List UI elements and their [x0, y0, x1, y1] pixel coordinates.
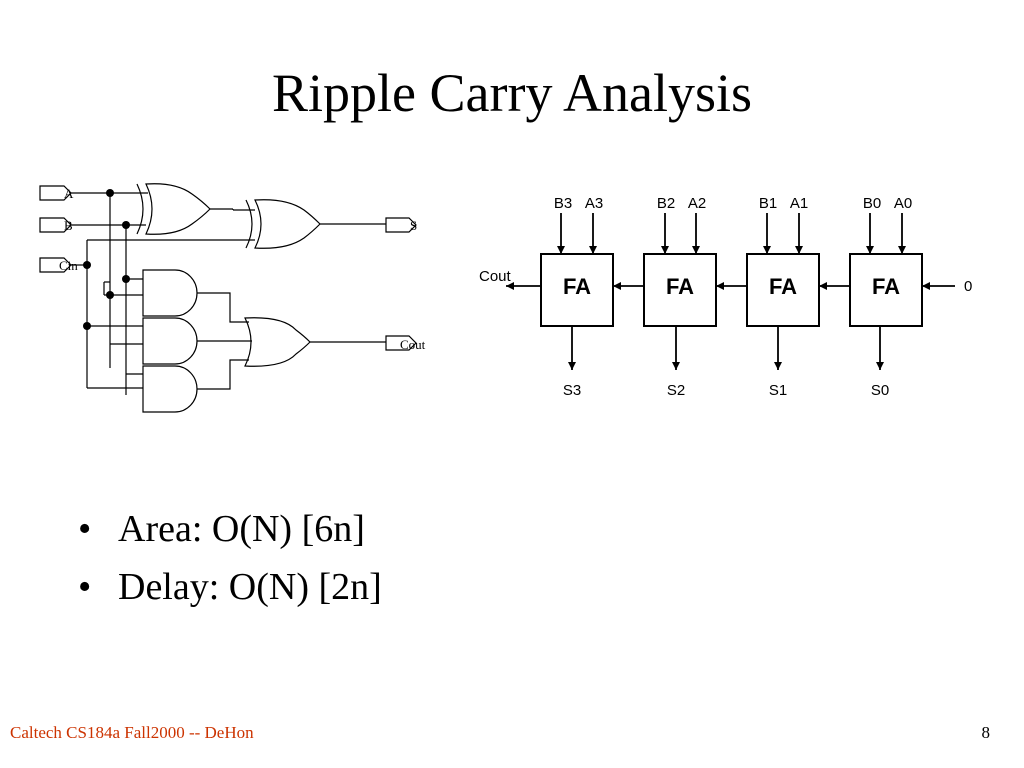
carry-in-label: 0: [964, 278, 972, 295]
and-gate-2: [142, 317, 198, 365]
input-label-b2: B2: [657, 195, 675, 212]
bullet-item: • Area: O(N) [6n]: [78, 500, 382, 558]
full-adder-schematic: [39, 183, 417, 413]
sum-label-s2: S2: [667, 382, 685, 399]
fa-label-0: FA: [872, 274, 900, 299]
pin-cin: [39, 257, 72, 273]
fa-block-1: [746, 253, 820, 327]
bullet-item: • Delay: O(N) [2n]: [78, 558, 382, 616]
sum-label-s0: S0: [871, 382, 889, 399]
footer-credit: Caltech CS184a Fall2000 -- DeHon: [10, 723, 254, 742]
page-number: 8: [981, 723, 991, 742]
fa-label-2: FA: [666, 274, 694, 299]
bullet-text: Delay: O(N) [2n]: [118, 566, 382, 608]
bullet-marker: •: [78, 508, 92, 550]
sum-label-s3: S3: [563, 382, 581, 399]
ripple-carry-chain: FA FA FA FA B3 A3 B2 A2 B1 A1 B0 A0 S3 S…: [479, 195, 972, 399]
carry-out-label: Cout: [479, 268, 512, 285]
input-label-a: A: [64, 186, 74, 201]
bullet-list: • Area: O(N) [6n] • Delay: O(N) [2n]: [78, 500, 382, 616]
fa-label-1: FA: [769, 274, 797, 299]
fa-label-3: FA: [563, 274, 591, 299]
xor-gate-1: [136, 183, 211, 235]
output-label-s: S: [410, 218, 417, 233]
sum-label-s1: S1: [769, 382, 787, 399]
input-label-b1: B1: [759, 195, 777, 212]
input-label-cin: Cin: [59, 258, 78, 273]
pin-cout: [385, 335, 417, 351]
bullet-marker: •: [78, 566, 92, 608]
or-gate: [244, 317, 311, 367]
slide-title: Ripple Carry Analysis: [272, 63, 752, 123]
and-gate-3: [142, 365, 198, 413]
xor-gate-2: [245, 199, 321, 249]
input-label-a1: A1: [790, 195, 808, 212]
output-label-cout: Cout: [400, 337, 426, 352]
bullet-text: Area: O(N) [6n]: [118, 508, 365, 550]
input-label-b: B: [64, 218, 73, 233]
pin-s: [385, 217, 417, 233]
input-label-a0: A0: [894, 195, 912, 212]
pin-b: [39, 217, 72, 233]
pin-a: [39, 185, 72, 201]
fa-block-3: [540, 253, 614, 327]
input-label-b0: B0: [863, 195, 881, 212]
input-label-a3: A3: [585, 195, 603, 212]
input-label-a2: A2: [688, 195, 706, 212]
input-label-b3: B3: [554, 195, 572, 212]
fa-block-2: [643, 253, 717, 327]
fa-block-0: [849, 253, 923, 327]
and-gate-1: [142, 269, 198, 317]
